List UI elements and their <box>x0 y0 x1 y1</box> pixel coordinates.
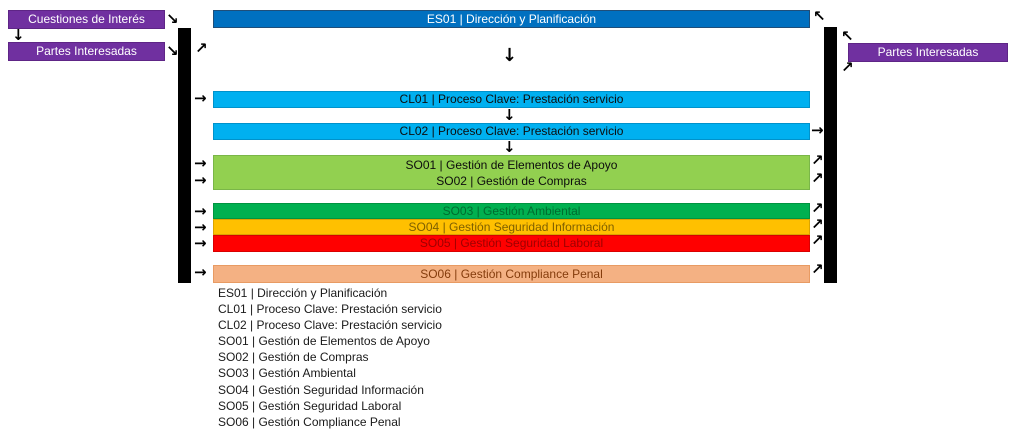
down-arrow-icon: ↓ <box>503 138 516 156</box>
right-arrow-icon: → <box>194 263 207 281</box>
legend-item: SO04 | Gestión Seguridad Información <box>218 382 424 397</box>
up-right-arrow-icon: ↗ <box>811 151 824 169</box>
right-arrow-icon: → <box>194 218 207 236</box>
legend-item: SO02 | Gestión de Compras <box>218 350 369 365</box>
right-arrow-icon: → <box>194 202 207 220</box>
up-right-arrow-icon: ↗ <box>811 231 824 249</box>
up-right-arrow-icon: ↗ <box>811 260 824 278</box>
legend-item: ES01 | Dirección y Planificación <box>218 286 388 300</box>
legend-item: CL01 | Proceso Clave: Prestación servici… <box>218 302 442 317</box>
down-right-arrow-icon: ↘ <box>166 42 179 60</box>
process-bar-so01-so02: SO01 | Gestión de Elementos de Apoyo SO0… <box>213 155 810 190</box>
process-legend: ES01 | Dirección y Planificación CL01 | … <box>218 285 442 430</box>
up-left-arrow-icon: ↖ <box>841 27 854 45</box>
right-arrow-icon: → <box>194 234 207 252</box>
legend-item: CL02 | Proceso Clave: Prestación servici… <box>218 318 442 333</box>
up-right-arrow-icon: ↗ <box>811 215 824 233</box>
process-bar-so01-label: SO01 | Gestión de Elementos de Apoyo <box>405 158 618 172</box>
down-right-arrow-icon: ↘ <box>166 10 179 28</box>
process-bar-so04: SO04 | Gestión Seguridad Información <box>213 219 810 235</box>
process-bar-es01: ES01 | Dirección y Planificación <box>213 10 810 28</box>
up-right-arrow-icon: ↗ <box>195 39 208 57</box>
process-bar-cl01: CL01 | Proceso Clave: Prestación servici… <box>213 91 810 108</box>
right-arrow-icon: → <box>194 89 207 107</box>
down-arrow-icon: ↓ <box>503 106 516 124</box>
process-bar-so05: SO05 | Gestión Seguridad Laboral <box>213 235 810 252</box>
right-flow-bar <box>824 27 837 283</box>
up-left-arrow-icon: ↖ <box>813 7 826 25</box>
up-right-arrow-icon: ↗ <box>811 169 824 187</box>
right-arrow-icon: → <box>194 154 207 172</box>
process-bar-so03: SO03 | Gestión Ambiental <box>213 203 810 219</box>
process-bar-so02-label: SO02 | Gestión de Compras <box>436 174 587 188</box>
legend-item: SO06 | Gestión Compliance Penal <box>218 414 401 429</box>
down-arrow-icon: ↓ <box>502 45 518 66</box>
left-flow-bar <box>178 28 191 283</box>
down-arrow-icon: ↓ <box>12 26 25 44</box>
stakeholders-left-box: Partes Interesadas <box>8 42 165 61</box>
process-bar-so06: SO06 | Gestión Compliance Penal <box>213 265 810 283</box>
interest-issues-box: Cuestiones de Interés <box>8 10 165 29</box>
stakeholders-right-box: Partes Interesadas <box>848 43 1008 62</box>
legend-item: SO05 | Gestión Seguridad Laboral <box>218 398 402 413</box>
right-arrow-icon: → <box>194 171 207 189</box>
legend-item: SO03 | Gestión Ambiental <box>218 366 356 381</box>
process-bar-cl02: CL02 | Proceso Clave: Prestación servici… <box>213 123 810 140</box>
right-arrow-icon: → <box>811 121 824 139</box>
up-right-arrow-icon: ↗ <box>811 199 824 217</box>
legend-item: SO01 | Gestión de Elementos de Apoyo <box>218 334 430 349</box>
up-right-arrow-icon: ↗ <box>841 58 854 76</box>
